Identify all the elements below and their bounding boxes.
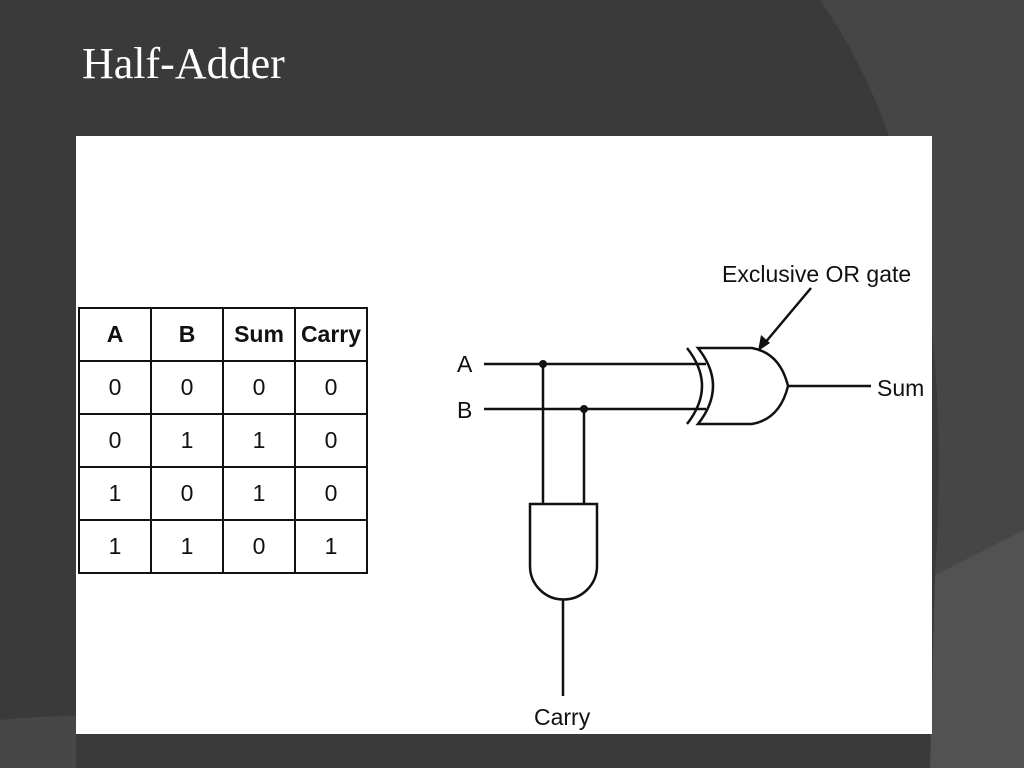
table-cell: 1 <box>222 466 296 521</box>
truth-table: A B Sum Carry 0 0 0 0 0 1 1 0 1 0 1 <box>78 307 368 574</box>
xor-gate <box>695 346 790 426</box>
table-cell: 1 <box>78 466 152 521</box>
table-cell: 0 <box>222 519 296 574</box>
half-adder-figure: A B Sum Carry 0 0 0 0 0 1 1 0 1 0 1 <box>76 136 932 734</box>
table-row: 1 0 1 0 <box>78 466 368 521</box>
annotation-arrowhead <box>758 335 770 351</box>
table-cell: 0 <box>150 466 224 521</box>
table-cell: 1 <box>222 413 296 468</box>
table-cell: 0 <box>150 360 224 415</box>
table-cell: 0 <box>294 360 368 415</box>
table-cell: 0 <box>78 360 152 415</box>
annotation-arrow-shaft <box>763 287 812 345</box>
junction-a <box>539 360 547 368</box>
header-sum: Sum <box>222 307 296 362</box>
truth-table-header-row: A B Sum Carry <box>78 307 368 362</box>
table-row: 0 1 1 0 <box>78 413 368 468</box>
carry-label: Carry <box>534 704 591 730</box>
sum-label: Sum <box>877 375 924 401</box>
table-row: 1 1 0 1 <box>78 519 368 574</box>
xor-input-arc <box>686 347 704 425</box>
xor-annotation: Exclusive OR gate <box>722 261 911 287</box>
table-cell: 0 <box>222 360 296 415</box>
header-carry: Carry <box>294 307 368 362</box>
table-cell: 1 <box>150 519 224 574</box>
and-gate <box>528 502 599 601</box>
table-cell: 1 <box>150 413 224 468</box>
table-row: 0 0 0 0 <box>78 360 368 415</box>
slide-title: Half-Adder <box>82 39 285 88</box>
header-a: A <box>78 307 152 362</box>
junction-b <box>580 405 588 413</box>
table-cell: 0 <box>78 413 152 468</box>
input-a-label: A <box>457 351 473 377</box>
table-cell: 1 <box>294 519 368 574</box>
table-cell: 1 <box>78 519 152 574</box>
half-adder-circuit: A B Sum Carry Exclusive OR gate <box>457 261 924 730</box>
input-b-label: B <box>457 397 472 423</box>
header-b: B <box>150 307 224 362</box>
table-cell: 0 <box>294 413 368 468</box>
table-cell: 0 <box>294 466 368 521</box>
